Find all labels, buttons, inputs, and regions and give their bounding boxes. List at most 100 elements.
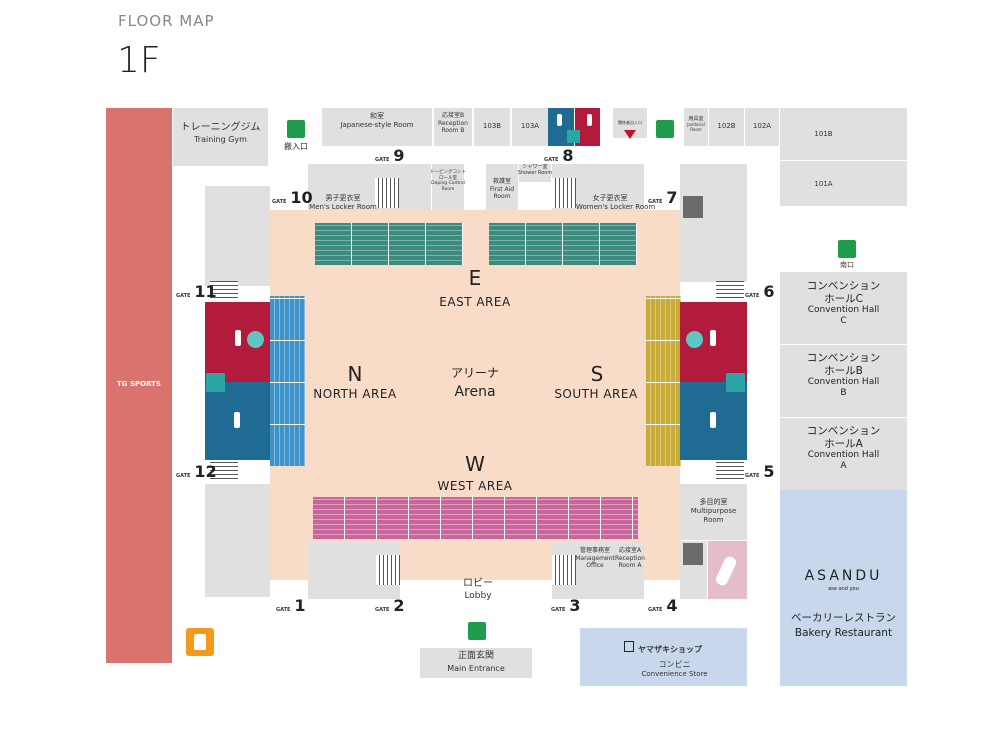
gate-4: GATE 4 [648,596,678,615]
room-101a-label: 101A [814,180,833,188]
floor-number: 1F [117,40,161,81]
west-letter: W [465,452,485,476]
convenience-en: Convenience Store [641,670,708,678]
arena-name-jp: アリーナ [450,366,499,380]
doping-en: Doping Control Room [431,181,465,192]
gate-word: GATE [375,157,390,163]
baby-care-icon-left [247,331,264,348]
gate-word: GATE [176,293,191,299]
gate-number: 1 [294,596,306,615]
south-seating [646,296,681,466]
gate-word: GATE [551,607,566,613]
bakery-restaurant [780,490,907,686]
womens-locker-label: 女子更衣室 Women's Locker Room [576,194,655,212]
top-exit-icon [656,120,674,138]
doping-room-label: ドーピングコントロール室 Doping Control Room [430,170,466,193]
first-aid-jp: 救護室 [492,178,511,185]
gate-number: 5 [763,462,775,481]
right-corridor-wall [680,164,747,282]
gate-number: 3 [569,596,581,615]
gate-3: GATE 3 [551,596,581,615]
gate-word: GATE [375,607,390,613]
japanese-room-en: Japanese-style Room [340,120,414,129]
lobby-en: Lobby [464,591,492,601]
east-seating-left [315,223,463,265]
management-jp: 管理事務室 [579,547,610,554]
elevator-icon-top [683,196,703,218]
map-title: FLOOR MAP [118,12,215,30]
stairs-8 [552,178,576,208]
multipurpose-jp: 多目的室 [699,498,728,506]
gate-word: GATE [272,199,287,205]
room-103b-label: 103B [482,122,502,130]
loading-entrance-label: 搬入口 [284,142,308,151]
gate-word: GATE [648,607,663,613]
equipment-room-en: Janitorial Room [687,122,705,133]
man-icon [557,114,562,126]
gate-number: 12 [194,462,217,481]
gate-number: 8 [562,146,574,165]
gate-number: 9 [393,146,405,165]
bakery-en: Bakery Restaurant [794,627,893,639]
south-letter: S [590,362,604,386]
japanese-room-label: 和室 Japanese-style Room [322,112,432,130]
first-aid-room [486,164,518,210]
west-seating [313,497,638,539]
room-102b-label: 102B [717,122,736,130]
west-area-label: WEST AREA [437,479,513,493]
yamazaki-shop-label: ヤマザキショップ [638,645,702,654]
mens-locker-en: Men's Locker Room [309,202,377,211]
hall-b-en: Convention Hall B [807,377,880,398]
gate-word: GATE [544,157,559,163]
reception-a-jp: 応接室A [618,547,642,554]
hall-b-jp: コンベンションホールB [806,352,881,377]
gate-word: GATE [648,199,663,205]
woman-icon [587,114,592,126]
gate-9: GATE 9 [375,146,405,165]
wheelchair-icon-left [206,373,225,392]
gate-number: 2 [393,596,405,615]
shower-jp: シャワー室 [522,164,548,170]
stairs-3 [552,555,576,585]
reception-a-en: Reception Room A [615,554,645,570]
staff-entrance-label: 関係者出入口 [618,120,642,125]
gate-number: 4 [666,596,678,615]
stairs-5 [716,462,744,482]
convenience-store [602,634,747,686]
mens-locker-label: 男子更衣室 Men's Locker Room [308,194,378,212]
room-102a-label: 102A [752,122,772,130]
room-103b [474,108,510,146]
north-area-label: NORTH AREA [313,387,397,401]
east-seating-right [489,223,637,265]
hall-b-label: コンベンションホールB Convention Hall B [780,352,907,399]
gate-7: GATE 7 [648,188,678,207]
lobby-jp: ロビー [463,578,493,589]
doping-room [432,164,464,210]
mens-locker-jp: 男子更衣室 [325,194,361,202]
first-aid-label: 救護室 First Aid Room [483,178,521,201]
multipurpose-room [680,484,747,540]
asandu-logo: ASANDU [804,568,883,584]
room-102b [709,108,744,146]
management-office-label: 管理事務室 Management Office [575,547,615,570]
east-letter: E [468,266,482,290]
doping-jp: ドーピングコントロール室 [430,170,466,181]
shower-room [519,164,551,182]
gate-number: 6 [763,282,775,301]
mens-locker-room [308,164,431,210]
tg-sports-area [106,108,172,663]
east-area-label: EAST AREA [439,295,511,309]
left-corridor-wall [205,186,270,286]
south-exit-icon [838,240,856,258]
room-101b [780,108,907,160]
reception-b-label: 応接室B Reception Room B [434,112,472,135]
gate-12: GATE 12 [176,462,217,481]
main-entrance-exit-icon [468,622,486,640]
bakery-jp: ベーカリーレストラン [791,612,896,624]
south-area-label: SOUTH AREA [554,387,638,401]
woman-icon-left [235,330,241,346]
room-103a-label: 103A [520,122,540,130]
gate-8: GATE 8 [544,146,574,165]
reception-b-jp: 応接室B [441,112,465,119]
man-icon-left [234,412,240,428]
